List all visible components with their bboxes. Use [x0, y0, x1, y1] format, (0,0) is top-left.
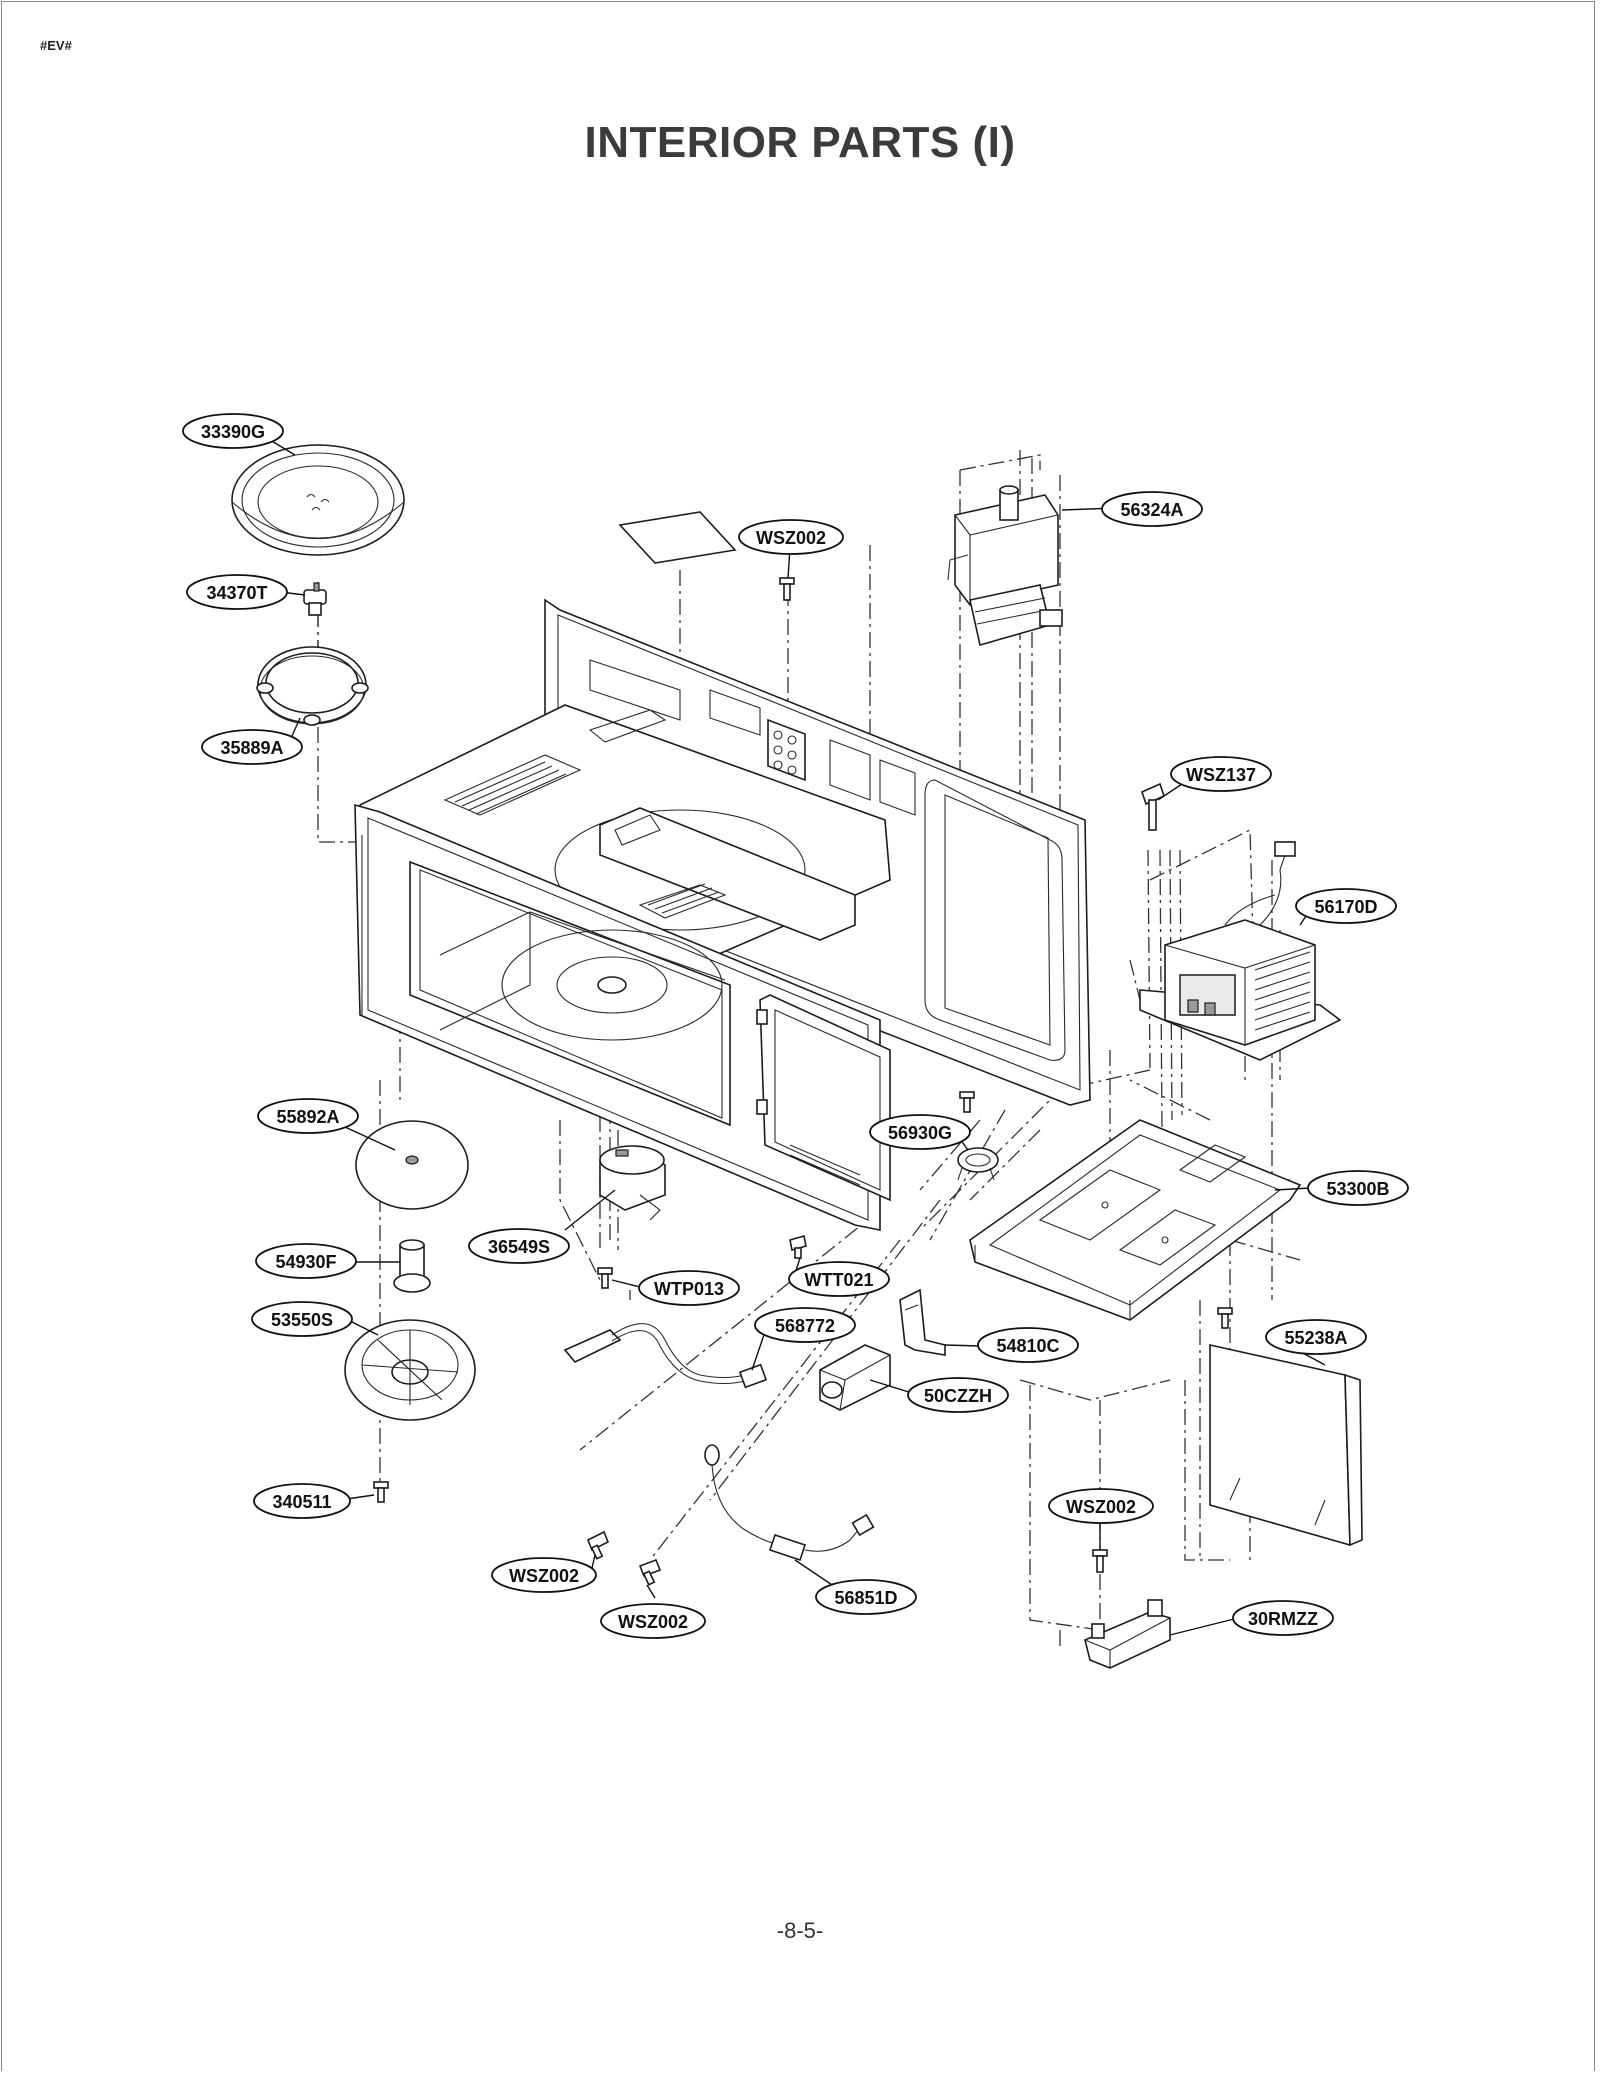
cover-panel [1209, 1344, 1363, 1547]
callout-text: 30RMZZ [1248, 1609, 1318, 1629]
turntable-motor-base [344, 1319, 476, 1421]
callout-text: 56324A [1120, 500, 1183, 520]
callout-text: 36549S [488, 1237, 550, 1257]
callout-text: 55892A [276, 1107, 339, 1127]
callout-text: 53550S [271, 1310, 333, 1330]
callout-text: WTP013 [654, 1279, 724, 1299]
hv-transformer [1139, 841, 1342, 1061]
screw-340511 [373, 1481, 389, 1503]
callout-36549S: 36549S [468, 1228, 570, 1264]
callout-35889A: 35889A [201, 729, 303, 765]
page-number: -8-5- [776, 1918, 824, 1943]
callout-WSZ002-top: WSZ002 [738, 519, 844, 555]
callout-WTP013: WTP013 [638, 1270, 740, 1306]
glass-turntable-tray [231, 444, 405, 556]
callout-text: 56170D [1314, 897, 1377, 917]
screw-55238a [1217, 1307, 1233, 1329]
top-insulation-plate [618, 511, 737, 564]
roller-ring [256, 646, 369, 726]
callout-text: 53300B [1326, 1179, 1389, 1199]
callout-56930G: 56930G [869, 1114, 971, 1150]
callout-text: WSZ002 [756, 528, 826, 548]
callout-text: WSZ002 [618, 1612, 688, 1632]
turntable-shaft [393, 1239, 431, 1293]
screw-wsz002-c [638, 1558, 662, 1586]
callout-text: 50CZZH [924, 1386, 992, 1406]
callout-54930F: 54930F [255, 1243, 357, 1279]
screw-wtp013 [597, 1267, 613, 1289]
page-title: INTERIOR PARTS (I) [584, 118, 1016, 167]
screw-wsz137 [1141, 782, 1165, 831]
oven-cavity-assembly [354, 598, 1091, 1231]
callout-50CZZH: 50CZZH [907, 1377, 1009, 1413]
callout-56170D: 56170D [1295, 888, 1397, 924]
callout-text: 56851D [834, 1588, 897, 1608]
callout-text: 55238A [1284, 1328, 1347, 1348]
callout-WSZ002-right: WSZ002 [1048, 1488, 1154, 1524]
callout-55892A: 55892A [257, 1098, 359, 1134]
callout-text: WSZ137 [1186, 765, 1256, 785]
callout-56851D: 56851D [815, 1579, 917, 1615]
stirrer-cover [355, 1120, 469, 1210]
callout-WSZ137: WSZ137 [1170, 756, 1272, 792]
callout-text: 568772 [775, 1316, 835, 1336]
mounting-bracket [1084, 1599, 1171, 1669]
callout-WSZ002-left: WSZ002 [491, 1557, 597, 1593]
callout-text: 340511 [272, 1492, 331, 1512]
callout-text: 54810C [996, 1336, 1059, 1356]
callout-34370T: 34370T [186, 574, 288, 610]
callout-340511: 340511 [253, 1483, 351, 1519]
header-tag: #EV# [40, 38, 72, 53]
callout-text: WSZ002 [509, 1566, 579, 1586]
callout-text: WSZ002 [1066, 1497, 1136, 1517]
callout-54810C: 54810C [977, 1327, 1079, 1363]
interlock-switch [819, 1344, 891, 1411]
wire-harness [563, 1323, 768, 1389]
interlock-bracket [899, 1288, 946, 1356]
screws [373, 577, 1233, 1586]
turntable-motor [599, 1145, 666, 1221]
magnetron [947, 485, 1063, 647]
sensor-cord [704, 1444, 875, 1562]
screw-56930g [959, 1091, 975, 1113]
callout-53300B: 53300B [1307, 1170, 1409, 1206]
base-plate [969, 1119, 1302, 1321]
callout-WTT021: WTT021 [788, 1261, 890, 1297]
callout-text: 54930F [275, 1252, 336, 1272]
callout-text: 33390G [201, 422, 265, 442]
thermostat [957, 1147, 999, 1181]
screw-wsz002-b [586, 1530, 610, 1560]
roller-coupler [303, 582, 327, 616]
screw-top-wsz002 [779, 577, 795, 601]
callout-text: 34370T [206, 583, 267, 603]
callout-text: 56930G [888, 1123, 952, 1143]
screw-wtt021 [789, 1234, 807, 1259]
callout-568772: 568772 [754, 1307, 856, 1343]
callout-55238A: 55238A [1265, 1319, 1367, 1355]
callout-text: 35889A [220, 738, 283, 758]
callout-56324A: 56324A [1101, 491, 1203, 527]
callout-WSZ002-bottom: WSZ002 [600, 1603, 706, 1639]
callout-33390G: 33390G [182, 413, 284, 449]
screw-wsz002-d [1092, 1549, 1108, 1573]
callout-30RMZZ: 30RMZZ [1232, 1600, 1334, 1636]
callout-text: WTT021 [804, 1270, 873, 1290]
callout-53550S: 53550S [251, 1301, 353, 1337]
